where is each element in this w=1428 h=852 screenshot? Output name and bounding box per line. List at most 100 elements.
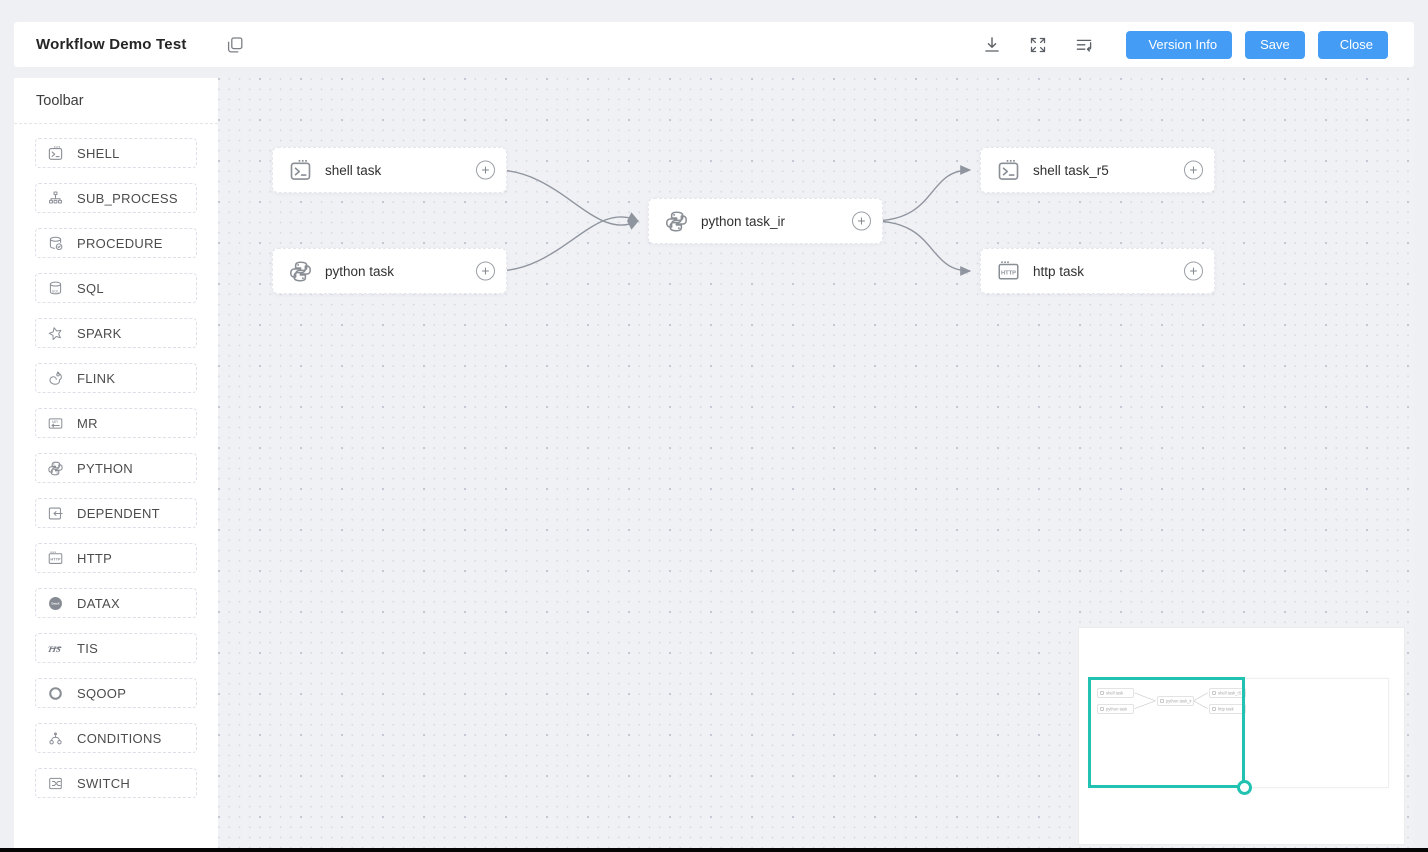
sqoop-icon xyxy=(47,685,64,702)
svg-text:TIS: TIS xyxy=(47,643,62,653)
toolbar-heading: Toolbar xyxy=(14,78,218,124)
node-plus-button[interactable]: + xyxy=(1184,261,1203,281)
save-button[interactable]: Save xyxy=(1245,30,1305,59)
dag-canvas[interactable]: shell task+python task+python task_ir+sh… xyxy=(218,78,1414,848)
version-info-label: Version Info xyxy=(1148,37,1218,52)
node-plus-button[interactable]: + xyxy=(852,211,871,231)
task-node-label: python task xyxy=(325,263,395,279)
fullscreen-icon[interactable] xyxy=(1028,35,1048,55)
sidebar-item-tis[interactable]: TIS TIS xyxy=(35,633,197,663)
sidebar-item-label: FLINK xyxy=(77,370,116,386)
task-node-label: python task_ir xyxy=(701,213,786,229)
switch-icon xyxy=(47,775,64,792)
minimap-node-icon xyxy=(1211,706,1216,711)
minimap-node: shell task xyxy=(1097,687,1135,698)
sidebar-item-conditions[interactable]: CONDITIONS xyxy=(35,723,197,753)
sql-icon: SQL xyxy=(47,280,64,297)
save-label: Save xyxy=(1260,37,1290,52)
task-node-label: http task xyxy=(1033,263,1085,279)
sidebar-item-shell[interactable]: SHELL xyxy=(35,138,197,168)
sidebar-item-label: PROCEDURE xyxy=(77,235,163,251)
sidebar-item-switch[interactable]: SWITCH xyxy=(35,768,197,798)
download-icon[interactable] xyxy=(982,35,1002,55)
toolbar-item-list: SHELL SUB_PROCESS PROCEDURE SQL SQL SPARK FLIN… xyxy=(14,124,218,798)
task-node-label: shell task xyxy=(325,162,382,178)
subprocess-icon xyxy=(47,190,64,207)
sidebar-item-label: DATAX xyxy=(77,595,120,611)
sidebar-item-mr[interactable]: MR MR xyxy=(35,408,197,438)
minimap-node-label: shell task xyxy=(1106,690,1124,696)
procedure-icon xyxy=(47,235,64,252)
minimap-resize-handle[interactable] xyxy=(1237,780,1252,795)
svg-text:MR: MR xyxy=(52,420,58,424)
python-icon xyxy=(664,209,689,234)
sidebar-item-label: PYTHON xyxy=(77,460,133,476)
task-node-python-task_ir[interactable]: python task_ir + xyxy=(648,198,883,244)
sidebar-item-spark[interactable]: SPARK xyxy=(35,318,197,348)
svg-text:HTTP: HTTP xyxy=(1001,270,1016,276)
sidebar-item-label: MR xyxy=(77,415,98,431)
minimap-node: python task xyxy=(1097,703,1135,714)
minimap-node: http task xyxy=(1208,703,1246,714)
http-icon: HTTP xyxy=(996,259,1021,284)
copy-icon[interactable] xyxy=(225,35,245,55)
header-icon-buttons xyxy=(982,35,1094,55)
dag-header: Workflow Demo Test i Version Info Save C… xyxy=(14,22,1414,67)
task-node-python-task[interactable]: python task + xyxy=(272,248,507,294)
sidebar-item-label: SHELL xyxy=(77,145,120,161)
task-node-shell-task_r5[interactable]: shell task_r5 + xyxy=(980,147,1215,193)
minimap-node: python task_ir xyxy=(1156,695,1194,706)
node-plus-button[interactable]: + xyxy=(476,261,495,281)
shell-icon xyxy=(288,158,313,183)
datax-icon: DataX xyxy=(47,595,64,612)
minimap-node-label: python task_ir xyxy=(1165,698,1192,704)
minimap-node-icon xyxy=(1100,690,1105,695)
version-info-button[interactable]: i Version Info xyxy=(1126,30,1233,59)
sidebar-item-datax[interactable]: DataX DATAX xyxy=(35,588,197,618)
close-button[interactable]: Close xyxy=(1317,30,1388,59)
close-label: Close xyxy=(1339,37,1373,52)
sidebar-item-sub_process[interactable]: SUB_PROCESS xyxy=(35,183,197,213)
spark-icon xyxy=(47,325,64,342)
dependent-icon xyxy=(47,505,64,522)
sidebar-item-label: SWITCH xyxy=(77,775,131,791)
sidebar-item-label: SQOOP xyxy=(77,685,127,701)
http-icon: HTTP xyxy=(47,550,64,567)
minimap-node-icon xyxy=(1159,698,1164,703)
sidebar-item-label: SPARK xyxy=(77,325,122,341)
format-dag-icon[interactable] xyxy=(1074,35,1094,55)
sidebar-item-sqoop[interactable]: SQOOP xyxy=(35,678,197,708)
task-node-label: shell task_r5 xyxy=(1033,162,1109,178)
node-plus-button[interactable]: + xyxy=(1184,160,1203,180)
python-icon xyxy=(288,259,313,284)
sidebar-item-label: DEPENDENT xyxy=(77,505,160,521)
sidebar-item-python[interactable]: PYTHON xyxy=(35,453,197,483)
task-node-http-task[interactable]: HTTP http task + xyxy=(980,248,1215,294)
flink-icon xyxy=(47,370,64,387)
minimap-viewport[interactable] xyxy=(1088,677,1245,788)
svg-text:HTTP: HTTP xyxy=(50,556,61,561)
sidebar-item-flink[interactable]: FLINK xyxy=(35,363,197,393)
task-node-shell-task[interactable]: shell task + xyxy=(272,147,507,193)
mr-icon: MR xyxy=(47,415,64,432)
minimap-node-icon xyxy=(1211,690,1216,695)
minimap-node-label: shell task_r5 xyxy=(1217,690,1241,696)
minimap-node-icon xyxy=(1100,706,1105,711)
sidebar-item-http[interactable]: HTTP HTTP xyxy=(35,543,197,573)
sidebar-item-procedure[interactable]: PROCEDURE xyxy=(35,228,197,258)
minimap-node: shell task_r5 xyxy=(1208,687,1246,698)
node-plus-button[interactable]: + xyxy=(476,160,495,180)
minimap-node-label: python task xyxy=(1106,706,1128,711)
minimap-node-label: http task xyxy=(1217,706,1234,711)
sidebar-item-sql[interactable]: SQL SQL xyxy=(35,273,197,303)
sidebar-item-label: SUB_PROCESS xyxy=(77,190,178,206)
conditions-icon xyxy=(47,730,64,747)
window-bottom-edge xyxy=(0,848,1428,852)
minimap: shell task python task python task_ir shell… xyxy=(1078,627,1405,845)
sidebar-item-dependent[interactable]: DEPENDENT xyxy=(35,498,197,528)
sidebar-item-label: HTTP xyxy=(77,550,113,566)
sidebar-item-label: SQL xyxy=(77,280,104,296)
svg-text:DataX: DataX xyxy=(51,601,59,605)
sidebar-item-label: TIS xyxy=(77,640,99,656)
